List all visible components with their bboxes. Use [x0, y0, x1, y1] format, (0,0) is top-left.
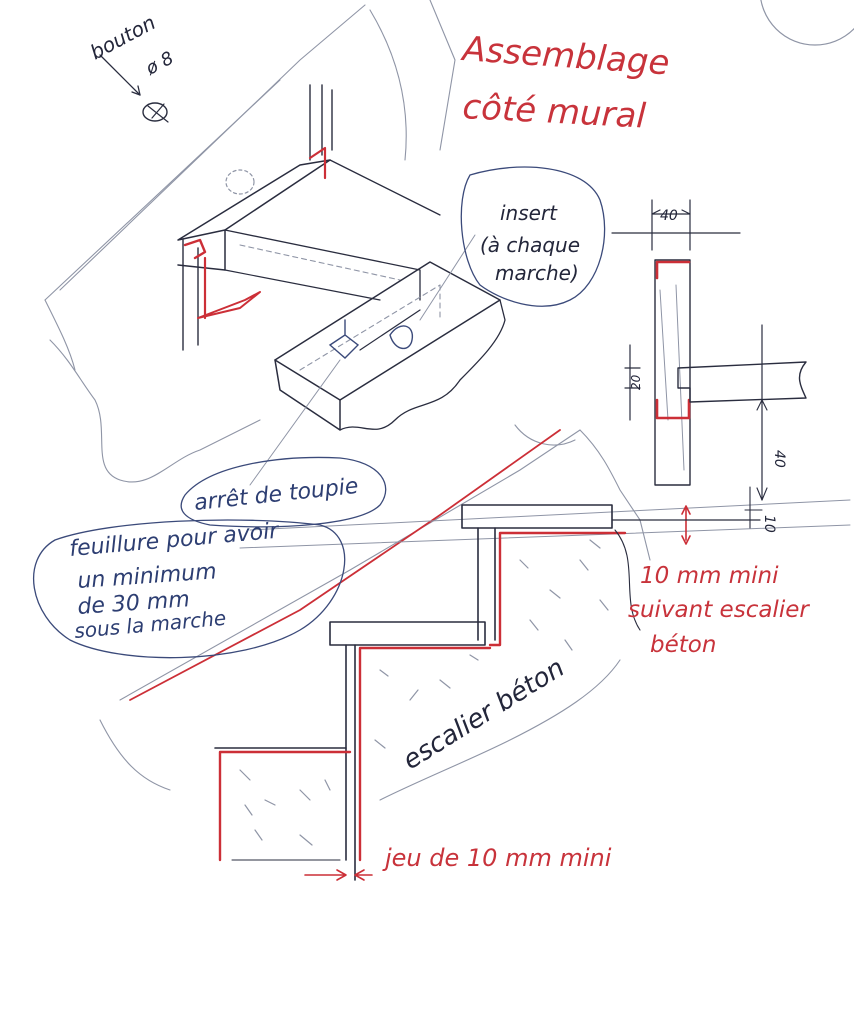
page-corner-circle: [760, 0, 854, 46]
insert-label-line1: insert: [500, 201, 558, 225]
bouton-dimension: ø 8: [142, 48, 178, 80]
ten-mm-line1: 10 mm mini: [640, 563, 779, 589]
upper-step-assembly: [177, 84, 506, 486]
title-line2: côté mural: [462, 87, 648, 137]
escalier-beton-label: escalier béton: [398, 653, 570, 776]
insert-label-line3: marche): [495, 261, 579, 285]
title-line1: Assemblage: [459, 29, 670, 83]
bouton-label: bouton: [86, 10, 159, 64]
dim-height: 40: [771, 450, 787, 468]
insert-label-line2: (à chaque: [480, 233, 580, 257]
jeu-label: jeu de 10 mm mini: [382, 844, 612, 872]
ten-mm-line3: béton: [650, 632, 716, 658]
text-labels: Assemblage côté mural bouton ø 8 insert …: [68, 10, 810, 872]
arret-label: arrêt de toupie: [193, 474, 360, 516]
callout-bubbles: [32, 166, 606, 659]
lower-staircase: [99, 424, 851, 881]
dim-width: 40: [660, 208, 678, 224]
dim-gap: 10: [761, 515, 777, 533]
wall-outline-upper: [44, 0, 456, 483]
dowel-sketch: [99, 54, 255, 195]
feuillure-line1: feuillure pour avoir: [68, 519, 281, 562]
section-detail: [611, 199, 807, 501]
ten-mm-line2: suivant escalier: [628, 597, 810, 623]
feuillure-line2: un minimum: [77, 559, 218, 594]
dim-groove: 20: [629, 374, 643, 390]
